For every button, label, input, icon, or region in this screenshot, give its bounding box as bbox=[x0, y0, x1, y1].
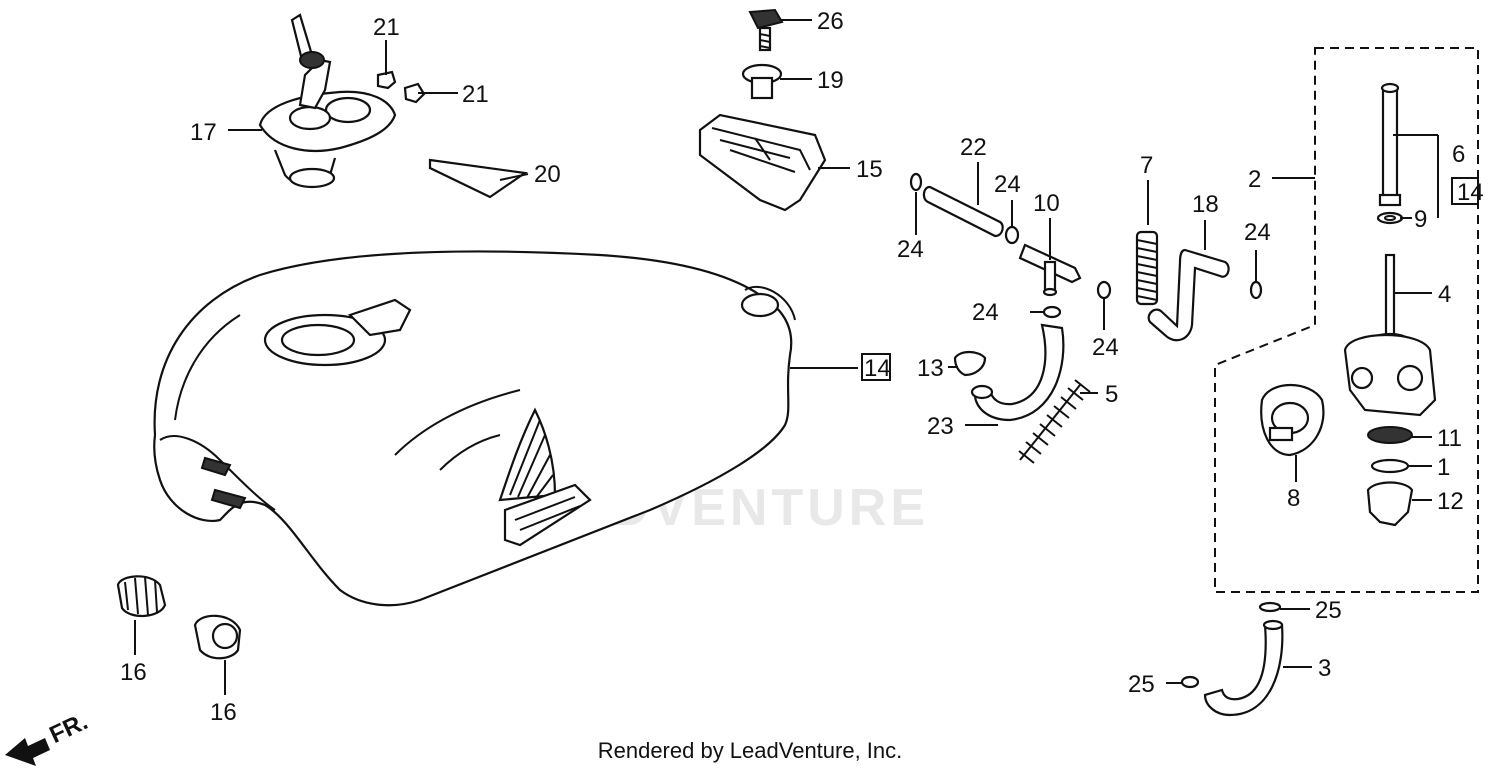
callout-25-bottom: 25 bbox=[1128, 671, 1155, 698]
ref-box-14-tank bbox=[861, 353, 891, 381]
filter-screen[interactable] bbox=[1367, 426, 1413, 444]
line-clip-25-b[interactable] bbox=[1180, 675, 1200, 689]
leader-lines bbox=[134, 19, 1439, 695]
tube-spring[interactable] bbox=[1135, 230, 1159, 306]
credit-footer: Rendered by LeadVenture, Inc. bbox=[597, 738, 903, 763]
callout-24-b: 24 bbox=[994, 171, 1021, 198]
clip-24-a[interactable] bbox=[909, 172, 923, 192]
callout-8: 8 bbox=[1287, 485, 1300, 512]
strainer-rod[interactable] bbox=[1370, 253, 1410, 348]
cap-screw-upper[interactable] bbox=[376, 62, 397, 90]
hose-spring[interactable] bbox=[1018, 379, 1091, 464]
callout-5: 5 bbox=[1105, 381, 1118, 408]
callout-23: 23 bbox=[927, 413, 954, 440]
valve-long-bolt[interactable] bbox=[1378, 82, 1402, 207]
callout-24-e: 24 bbox=[1244, 219, 1271, 246]
callout-11: 11 bbox=[1437, 425, 1462, 452]
callout-24-a: 24 bbox=[897, 236, 924, 263]
callout-4: 4 bbox=[1438, 281, 1451, 308]
callout-12: 12 bbox=[1437, 488, 1464, 515]
callout-13: 13 bbox=[917, 355, 944, 382]
fuel-tank[interactable] bbox=[153, 250, 796, 607]
three-way-joint[interactable] bbox=[1018, 243, 1082, 297]
callout-26: 26 bbox=[817, 8, 844, 35]
fuel-line[interactable] bbox=[1203, 619, 1284, 717]
callout-22: 22 bbox=[960, 134, 987, 161]
callout-1: 1 bbox=[1437, 454, 1450, 481]
clip-24-c[interactable] bbox=[1042, 305, 1062, 319]
breather-pipe[interactable] bbox=[922, 185, 1004, 238]
clip-24-d[interactable] bbox=[1096, 280, 1112, 300]
callout-20: 20 bbox=[534, 161, 561, 188]
callout-24-d: 24 bbox=[1092, 334, 1119, 361]
tank-cushion[interactable] bbox=[698, 113, 827, 212]
callout-7: 7 bbox=[1140, 152, 1153, 179]
ref-box-14-valve bbox=[1451, 177, 1479, 205]
callout-16-left: 16 bbox=[120, 659, 147, 686]
valve-lever[interactable] bbox=[1260, 383, 1325, 457]
mounting-bolt[interactable] bbox=[748, 8, 784, 52]
callout-15: 15 bbox=[856, 156, 883, 183]
bolt-washer[interactable] bbox=[1376, 211, 1404, 225]
callout-10: 10 bbox=[1033, 190, 1060, 217]
tank-grommet-b[interactable] bbox=[193, 614, 242, 660]
callout-9: 9 bbox=[1414, 206, 1427, 233]
sediment-cup[interactable] bbox=[1366, 481, 1414, 527]
fuel-hose[interactable] bbox=[970, 323, 1065, 422]
callout-18: 18 bbox=[1192, 191, 1219, 218]
line-clip-25-a[interactable] bbox=[1258, 601, 1282, 613]
callout-14-tank: 14 bbox=[864, 355, 891, 382]
callout-25-top: 25 bbox=[1315, 597, 1342, 624]
callout-24-c: 24 bbox=[972, 299, 999, 326]
callout-16-right: 16 bbox=[210, 699, 237, 726]
o-ring[interactable] bbox=[1370, 458, 1410, 474]
callout-21-right: 21 bbox=[462, 81, 489, 108]
mounting-collar[interactable] bbox=[741, 63, 783, 100]
callout-6: 6 bbox=[1452, 141, 1465, 168]
callout-2: 2 bbox=[1248, 166, 1261, 193]
callout-21-top: 21 bbox=[373, 14, 400, 41]
label-plate[interactable] bbox=[428, 158, 528, 199]
cap-screw-right[interactable] bbox=[403, 82, 426, 104]
tank-wing-emblem bbox=[498, 407, 592, 547]
callout-3: 3 bbox=[1318, 655, 1331, 682]
fuel-cap[interactable] bbox=[258, 13, 397, 189]
fuel-valve-body[interactable] bbox=[1343, 334, 1437, 417]
callout-19: 19 bbox=[817, 67, 844, 94]
callout-17: 17 bbox=[190, 119, 217, 146]
tank-grommet-a[interactable] bbox=[116, 575, 167, 617]
callout-14-valve: 14 bbox=[1457, 179, 1484, 206]
hose-clamp[interactable] bbox=[953, 350, 987, 377]
clip-24-b[interactable] bbox=[1004, 225, 1020, 245]
clip-24-e[interactable] bbox=[1249, 280, 1263, 300]
callout-labels: 21 21 17 20 26 19 15 22 24 24 10 7 18 24… bbox=[120, 8, 1484, 726]
breather-tube[interactable] bbox=[1147, 248, 1230, 342]
